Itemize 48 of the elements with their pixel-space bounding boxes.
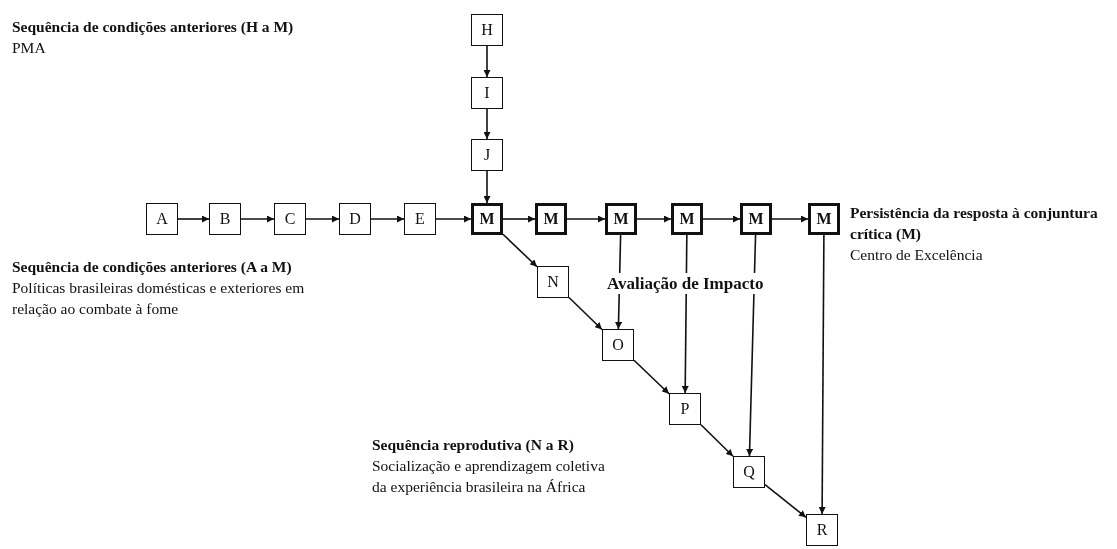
step-box: P bbox=[669, 393, 701, 425]
arrow bbox=[370, 215, 405, 223]
section-heading: Sequência reprodutiva (N a R) bbox=[372, 435, 575, 455]
arrow bbox=[566, 215, 606, 223]
step-box: O bbox=[602, 329, 634, 361]
step-box: H bbox=[471, 14, 503, 46]
arrow bbox=[502, 233, 538, 268]
section-heading: Persistência da resposta à conjuntura crítica (M) bbox=[850, 203, 1099, 244]
arrow bbox=[700, 423, 734, 458]
section-text: Socialização e aprendizagem coletiva da experiência brasileira na África bbox=[372, 456, 606, 497]
overlay-title: Avaliação de Impacto bbox=[607, 273, 764, 294]
arrow bbox=[502, 215, 536, 223]
step-box: Q bbox=[733, 456, 765, 488]
arrow bbox=[305, 215, 340, 223]
arrow bbox=[568, 296, 603, 331]
step-box: E bbox=[404, 203, 436, 235]
step-box: N bbox=[537, 266, 569, 298]
arrow bbox=[483, 45, 491, 78]
arrow bbox=[746, 234, 757, 457]
section-heading: Sequência de condições anteriores (A a M) bbox=[12, 257, 293, 277]
arrow bbox=[764, 483, 807, 519]
arrow bbox=[435, 215, 472, 223]
step-box: A bbox=[146, 203, 178, 235]
section-text: Centro de Excelência bbox=[850, 245, 984, 265]
step-box: I bbox=[471, 77, 503, 109]
arrow bbox=[636, 215, 672, 223]
step-box: M bbox=[471, 203, 503, 235]
step-box: J bbox=[471, 139, 503, 171]
arrow bbox=[633, 359, 670, 395]
step-box: M bbox=[808, 203, 840, 235]
arrow bbox=[483, 170, 491, 204]
section-heading: Sequência de condições anteriores (H a M) bbox=[12, 17, 295, 37]
step-box: B bbox=[209, 203, 241, 235]
arrow bbox=[240, 215, 275, 223]
section-text: Políticas brasileiras domésticas e exteriores em relação ao combate à fome bbox=[12, 278, 306, 319]
step-box: M bbox=[535, 203, 567, 235]
arrow bbox=[771, 215, 809, 223]
step-box: D bbox=[339, 203, 371, 235]
step-box: R bbox=[806, 514, 838, 546]
arrow bbox=[702, 215, 741, 223]
step-box: C bbox=[274, 203, 306, 235]
step-box: M bbox=[605, 203, 637, 235]
arrow bbox=[483, 108, 491, 140]
step-box: M bbox=[740, 203, 772, 235]
arrow bbox=[177, 215, 210, 223]
arrow bbox=[818, 234, 826, 515]
section-text: PMA bbox=[12, 38, 47, 58]
step-box: M bbox=[671, 203, 703, 235]
